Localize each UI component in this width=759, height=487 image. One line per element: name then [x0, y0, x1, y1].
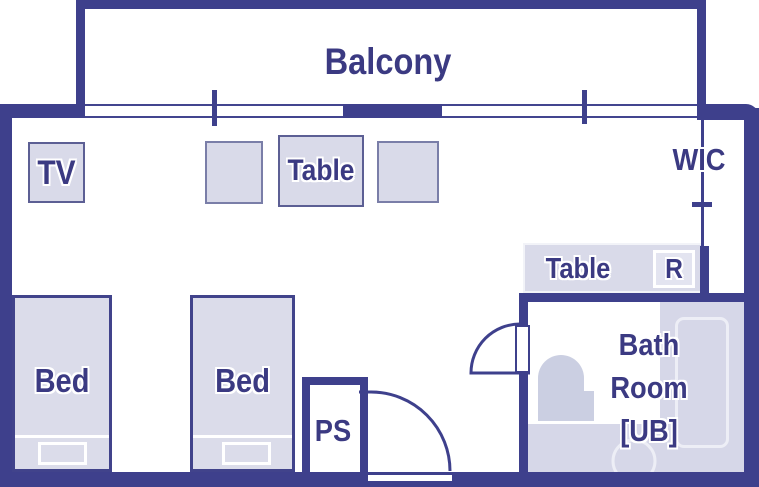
ps-right-wall [360, 377, 368, 472]
bed-right-mattress-line [193, 435, 292, 438]
bathroom-door-swing-fill [471, 324, 520, 373]
bathroom-label-line3: [UB] [620, 413, 678, 448]
bed-right-label: Bed [215, 361, 270, 399]
right-wall [744, 108, 759, 487]
bathroom-door-arc [469, 322, 530, 375]
ps-left-wall [302, 377, 310, 472]
wic-lower-wall [700, 246, 709, 302]
tv-label: TV [37, 153, 76, 192]
balcony-label: Balcony [324, 40, 452, 82]
bed-right [190, 295, 295, 472]
balcony-right-wall [697, 0, 706, 107]
bed-left-pillow [38, 442, 87, 465]
left-wall [0, 104, 12, 487]
table-square-label: Table [287, 154, 355, 187]
window-mullion-wall [343, 104, 442, 118]
entry-door-arc [359, 390, 452, 472]
bed-right-pillow [222, 442, 271, 465]
bathroom-top-wall [519, 293, 750, 302]
window-tick-right [582, 90, 587, 124]
bed-left-label: Bed [34, 361, 90, 399]
chair-left [205, 141, 263, 204]
toilet-tank [584, 391, 594, 421]
wic-door-tick [692, 202, 712, 207]
bathroom-left-wall [519, 293, 528, 472]
top-wall-left [0, 104, 85, 118]
bed-left [12, 295, 112, 472]
ps-top-wall [302, 377, 368, 385]
bathroom-label-line1: Bath [618, 327, 680, 362]
tv-unit [28, 142, 85, 203]
balcony-top-wall [76, 0, 706, 9]
entry-door-swing-fill [371, 392, 450, 471]
chair-right [377, 141, 439, 203]
bathroom-label: Bath Room [UB] [587, 323, 712, 457]
bathroom-door-leaf [515, 325, 530, 373]
ps-label: PS [314, 412, 352, 448]
top-wall-right [697, 104, 759, 120]
bed-left-mattress-line [15, 435, 109, 438]
refrigerator-label: R [665, 253, 683, 284]
toilet [538, 355, 584, 421]
bathtub [675, 317, 729, 448]
balcony-left-wall [76, 0, 85, 107]
window-tick-left [212, 90, 217, 126]
bathroom-label-line2: Room [610, 370, 688, 405]
wic-label: WIC [672, 141, 726, 177]
entry-threshold [368, 475, 452, 481]
desk-label: Table [545, 252, 611, 285]
bathroom-vanity-strip [528, 424, 744, 472]
wic-partition-line [701, 118, 704, 246]
refrigerator-box [653, 250, 695, 288]
table-square [278, 135, 364, 207]
